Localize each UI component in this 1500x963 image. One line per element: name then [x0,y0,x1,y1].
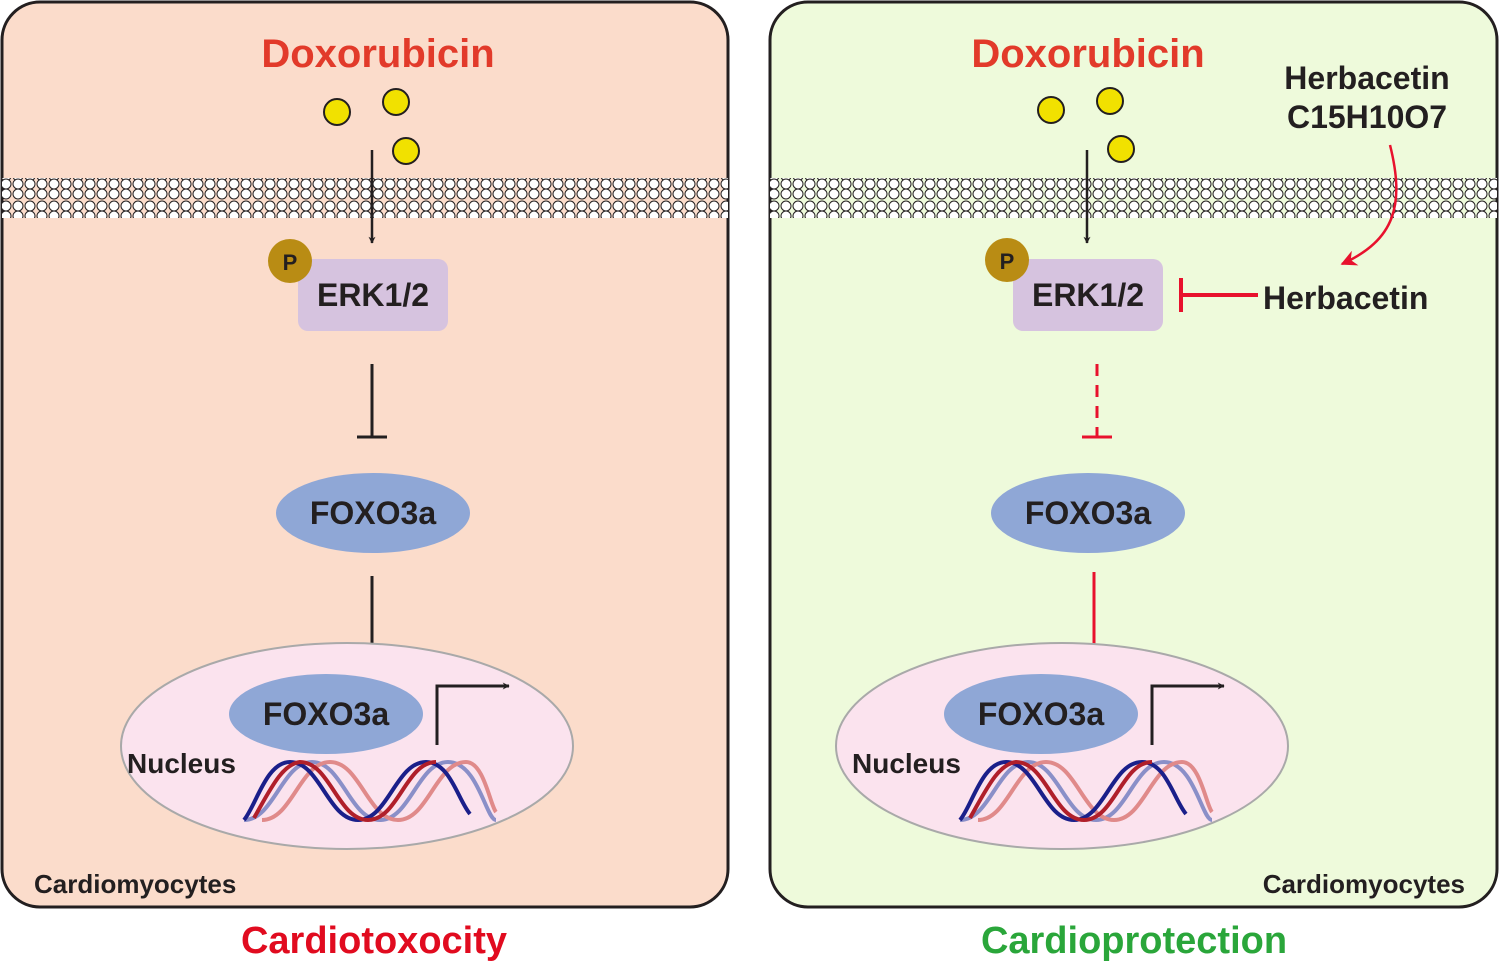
drug-particle [392,137,420,165]
right-drug-label: Doxorubicin [971,32,1204,76]
right-outcome-label: Cardioprotection [981,920,1287,962]
left-drug-label: Doxorubicin [261,32,494,76]
right-dna-helix [958,759,1214,823]
left-outcome-label: Cardiotoxocity [241,920,507,962]
right-nucleus-label: Nucleus [852,748,961,779]
right-panel: Doxorubicin Herbacetin C15H10O7 ERK1/2 P… [768,0,1499,909]
left-drug-particles [323,88,420,165]
left-foxo-label: FOXO3a [310,495,436,531]
drug-particle [323,98,351,126]
right-transcription-arrow [1150,682,1225,745]
right-phospho-label: P [1000,249,1015,274]
left-inhibition-erk-foxo [357,364,387,439]
drug-particle [1037,96,1065,124]
herbacetin-inhibitor-label: Herbacetin [1263,280,1428,316]
left-erk-label: ERK1/2 [317,277,429,313]
compound-formula-label: C15H10O7 [1287,99,1447,135]
drug-particle [1096,87,1124,115]
right-nuclear-foxo-ellipse [944,674,1138,754]
left-nucleus-label: Nucleus [127,748,236,779]
left-cell-label: Cardiomyocytes [34,869,236,899]
left-erk-box [298,259,448,331]
left-nuclear-foxo-label: FOXO3a [263,696,389,732]
left-phospho-label: P [283,250,298,275]
right-phospho-circle [985,238,1029,282]
left-panel: Doxorubicin ERK1/2 P FOXO3a FOXO3a Nucle… [0,0,730,909]
right-nuclear-foxo-label: FOXO3a [978,696,1104,732]
herbacetin-inhibition-bar [1179,278,1258,312]
right-erk-box [1013,259,1163,331]
right-cell-membrane [770,178,1497,218]
right-erk-label: ERK1/2 [1032,277,1144,313]
left-phospho-circle [268,239,312,283]
left-nuclear-foxo-ellipse [229,674,423,754]
left-dna-helix [242,759,498,823]
right-foxo-ellipse [991,473,1185,553]
compound-name-label: Herbacetin [1284,60,1449,96]
left-cell-membrane [2,178,728,218]
right-foxo-label: FOXO3a [1025,495,1151,531]
right-blocked-inhibition [1082,364,1112,439]
drug-particle [382,88,410,116]
right-cell-label: Cardiomyocytes [1263,869,1465,899]
drug-particle [1107,135,1135,163]
compound-entry-arrow [1340,144,1398,266]
left-transcription-arrow [435,682,510,745]
right-drug-particles [1037,87,1135,163]
left-foxo-ellipse [276,473,470,553]
